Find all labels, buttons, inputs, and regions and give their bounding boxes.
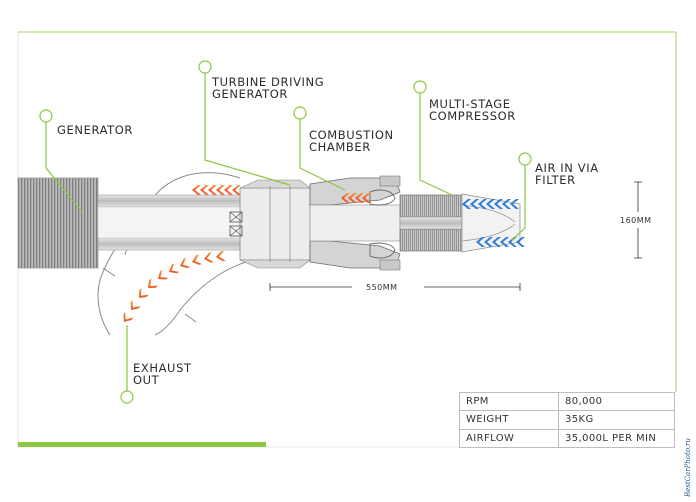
spec-key: RPM [459, 391, 559, 412]
label-exhaust-out: EXHAUST OUT [133, 362, 192, 386]
dimension-lines [269, 181, 642, 291]
watermark-text: BestCarPhoto.ru [684, 438, 692, 497]
dimension-height: 160MM [620, 216, 652, 225]
watermark: BestCarPhoto.ru [683, 412, 695, 498]
label-line: EXHAUST [133, 361, 192, 375]
hot-flow-upper [192, 185, 241, 195]
dimension-length: 550MM [366, 283, 398, 292]
label-multi-stage-compressor: MULTI-STAGE COMPRESSOR [429, 98, 516, 122]
table-row: WEIGHT 35KG [459, 410, 675, 430]
table-row: RPM 80,000 [459, 391, 675, 412]
label-line: MULTI-STAGE [429, 97, 511, 111]
label-turbine-driving-generator: TURBINE DRIVING GENERATOR [212, 76, 324, 100]
spec-value: 35,000L PER MIN [558, 428, 675, 449]
label-line: COMBUSTION [309, 128, 394, 142]
shaft-housing [97, 179, 311, 269]
label-line: OUT [133, 373, 160, 387]
hot-flow-exhaust [119, 250, 226, 325]
table-row: AIRFLOW 35,000L PER MIN [459, 428, 675, 449]
label-air-in-via-filter: AIR IN VIA FILTER [535, 162, 599, 186]
label-line: FILTER [535, 173, 576, 187]
spec-key: AIRFLOW [459, 428, 559, 449]
spec-value: 35KG [558, 410, 675, 430]
label-line: CHAMBER [309, 140, 371, 154]
label-line: AIR IN VIA [535, 161, 599, 175]
label-generator: GENERATOR [57, 123, 134, 137]
label-line: TURBINE DRIVING [212, 75, 325, 89]
spec-table: RPM 80,000 WEIGHT 35KG AIRFLOW 35,000L P… [459, 391, 675, 449]
generator-body [17, 177, 99, 269]
label-combustion-chamber: COMBUSTION CHAMBER [309, 129, 394, 153]
combustion-chamber [309, 175, 401, 271]
callout-leaders [39, 60, 532, 404]
spec-value: 80,000 [558, 391, 675, 412]
accent-bar [18, 442, 266, 447]
label-line: COMPRESSOR [429, 109, 516, 123]
spec-key: WEIGHT [459, 410, 559, 430]
label-line: GENERATOR [212, 87, 289, 101]
